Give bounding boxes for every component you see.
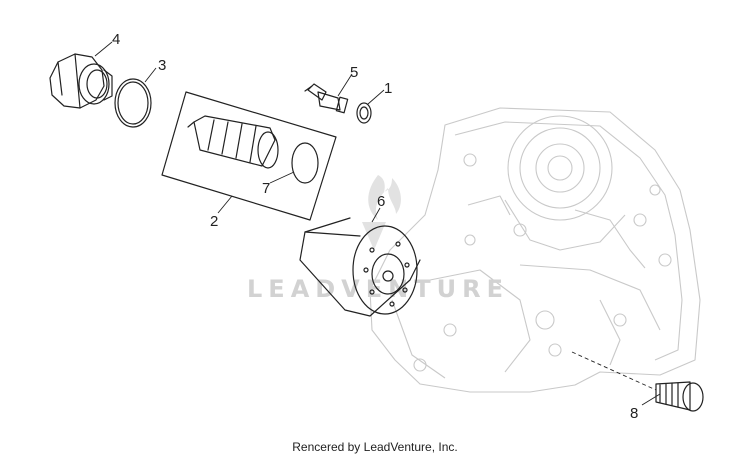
part-1-washer-hole [359, 106, 369, 120]
callout-6: 6 [377, 193, 385, 210]
part-1-washer [356, 102, 372, 124]
callout-8: 8 [630, 405, 638, 422]
part-5-oil-pressure-switch [304, 83, 349, 114]
part-8-drain-plug [571, 351, 704, 412]
leader-lines [94, 41, 661, 406]
part-3-o-ring [114, 78, 152, 128]
callout-3: 3 [158, 57, 166, 74]
part-7-o-ring [291, 142, 319, 184]
part-4-filter-cap-nut [49, 53, 113, 109]
callout-5: 5 [350, 64, 358, 81]
watermark: LEADVENTURE [247, 175, 509, 303]
footer-credit: Rencered by LeadVenture, Inc. [292, 440, 457, 454]
engine-crankcase-outline [369, 107, 701, 393]
part-3-o-ring-inner [117, 81, 149, 125]
part-6-oil-filter-cartridge [299, 217, 421, 317]
part-2-filter-screen-assembly [161, 91, 337, 221]
callout-7: 7 [262, 180, 270, 197]
watermark-text: LEADVENTURE [247, 275, 509, 303]
callouts: 4 3 5 1 2 7 6 8 [112, 31, 638, 422]
callout-4: 4 [112, 31, 120, 48]
callout-2: 2 [210, 213, 218, 230]
callout-1: 1 [384, 80, 392, 97]
